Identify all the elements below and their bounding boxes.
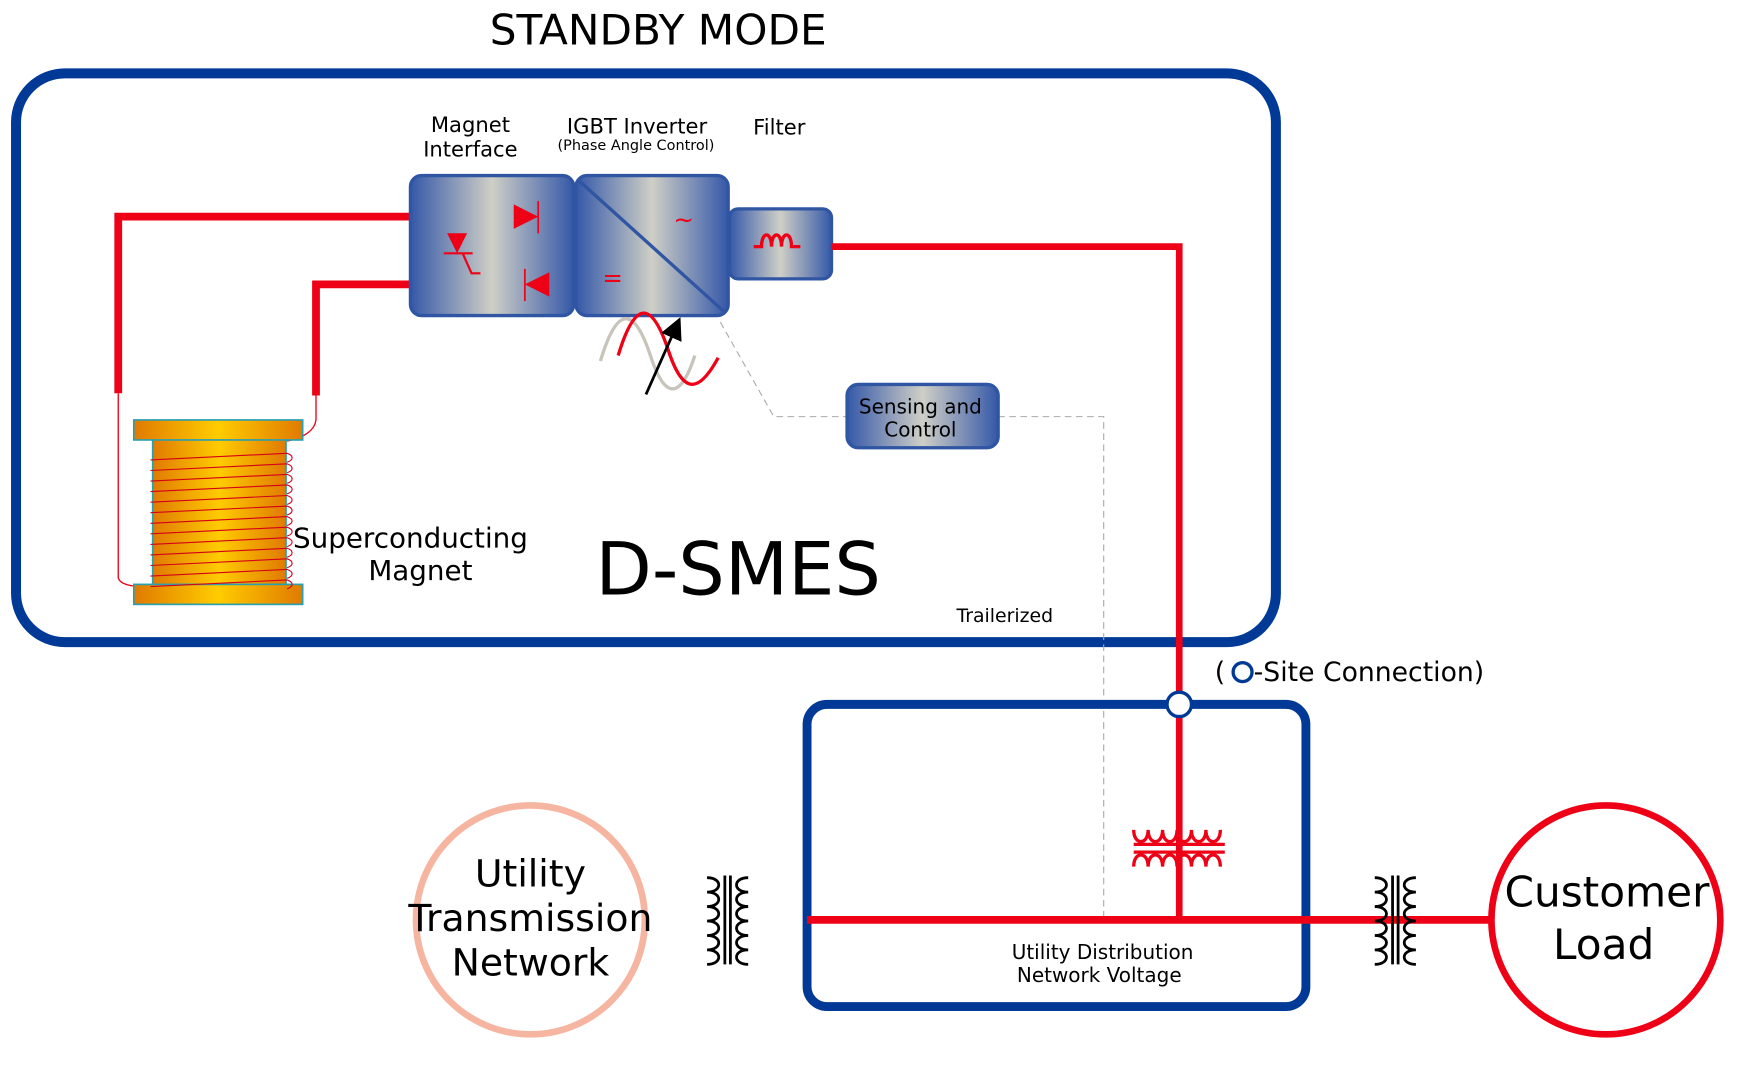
legend-label: -Site Connection) xyxy=(1254,657,1485,688)
magnet-interface-label-line1: Magnet xyxy=(431,112,510,137)
distribution-label-line1: Utility Distribution xyxy=(1012,940,1194,964)
distribution-network-box xyxy=(802,699,1311,1012)
coil-winding xyxy=(150,452,293,463)
coil-winding xyxy=(150,463,293,474)
interface-diode-icons xyxy=(443,201,550,302)
trailerized-label: Trailerized xyxy=(955,605,1053,627)
sensing-control-label-line1: Sensing and xyxy=(859,394,982,418)
dsmes-transformer-icon xyxy=(1132,829,1225,867)
d-smes-enclosure xyxy=(11,68,1281,648)
transmission-label-line2: Transmission xyxy=(407,896,652,940)
coil-winding xyxy=(150,473,293,484)
coil-winding xyxy=(150,494,293,505)
superconducting-magnet-icon xyxy=(132,419,304,606)
phase-adjust-arrow-icon xyxy=(644,317,682,395)
customer-transformer-icon xyxy=(1374,875,1417,966)
sensing-control-label-line2: Control xyxy=(884,418,956,442)
coil-winding xyxy=(150,526,293,537)
coil-winding xyxy=(150,484,293,495)
inverter-divider-line xyxy=(577,178,728,315)
coil-winding xyxy=(150,516,293,527)
filter-label: Filter xyxy=(753,114,806,139)
dc-symbol: = xyxy=(602,264,622,293)
phase-angle-control-label: (Phase Angle Control) xyxy=(558,138,715,154)
magnet-interface-label-line2: Interface xyxy=(423,137,517,162)
coil-winding xyxy=(150,505,293,516)
ac-output-conductor xyxy=(831,243,1183,920)
transmission-label-line3: Network xyxy=(452,940,610,984)
superconducting-magnet-label-line1: Superconducting xyxy=(293,522,528,555)
transmission-label-line1: Utility xyxy=(475,852,586,896)
distribution-label-line2: Network Voltage xyxy=(1017,963,1182,987)
transmission-transformer-icon xyxy=(706,875,749,966)
customer-label-line2: Load xyxy=(1553,920,1654,969)
phase-waveform-icon xyxy=(598,311,720,391)
coil-winding xyxy=(150,568,293,579)
sensing-control-block xyxy=(845,382,1000,450)
filter-inductor-icon xyxy=(753,233,801,249)
utility-transmission-network-node xyxy=(412,802,649,1038)
system-name: D-SMES xyxy=(595,527,881,612)
coil-winding xyxy=(150,558,293,569)
sensing-signal-lines xyxy=(719,321,1105,920)
customer-load-node xyxy=(1488,802,1724,1038)
legend-site-connection-icon xyxy=(1231,661,1254,684)
coil-winding xyxy=(150,579,293,590)
superconducting-magnet-label-line2: Magnet xyxy=(368,554,472,587)
site-connection-node xyxy=(1165,690,1194,719)
coil-winding xyxy=(150,537,293,548)
legend-open-paren: ( xyxy=(1215,657,1225,688)
ac-symbol: ~ xyxy=(673,205,693,234)
customer-label-line1: Customer xyxy=(1504,868,1710,917)
coil-winding xyxy=(150,547,293,558)
page-title: STANDBY MODE xyxy=(490,5,827,54)
igbt-inverter-label: IGBT Inverter xyxy=(567,113,708,138)
